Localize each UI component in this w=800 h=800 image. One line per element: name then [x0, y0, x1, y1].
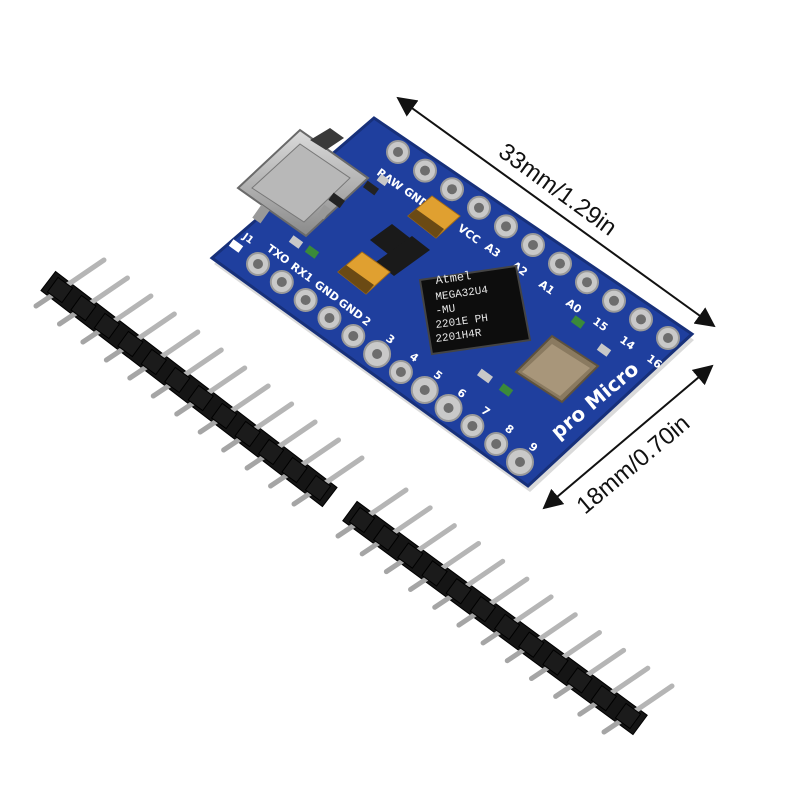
micro-usb-connector — [236, 128, 370, 238]
bottom-pin-row — [246, 252, 534, 476]
top-pin-row — [386, 140, 680, 350]
crystal-oscillator — [514, 334, 600, 404]
chip-brand: Atmel — [435, 269, 473, 288]
tantalum-capacitor-2 — [337, 251, 391, 295]
j1-jumper — [228, 239, 244, 253]
pro-micro-board: RAWGNDRSTVCCA3A2A1A0151416 TXORX1GNDGND2… — [209, 116, 695, 492]
small-components — [288, 173, 612, 397]
tantalum-capacitor-1 — [407, 195, 461, 239]
pin-header-2 — [335, 487, 675, 736]
chip-line-2: -MU — [435, 303, 456, 318]
pin-header-1 — [33, 257, 365, 508]
voltage-regulator — [370, 224, 430, 276]
atmega32u4-chip: Atmel MEGA32U4 -MU 2201E PH 2201H4R — [418, 264, 532, 356]
